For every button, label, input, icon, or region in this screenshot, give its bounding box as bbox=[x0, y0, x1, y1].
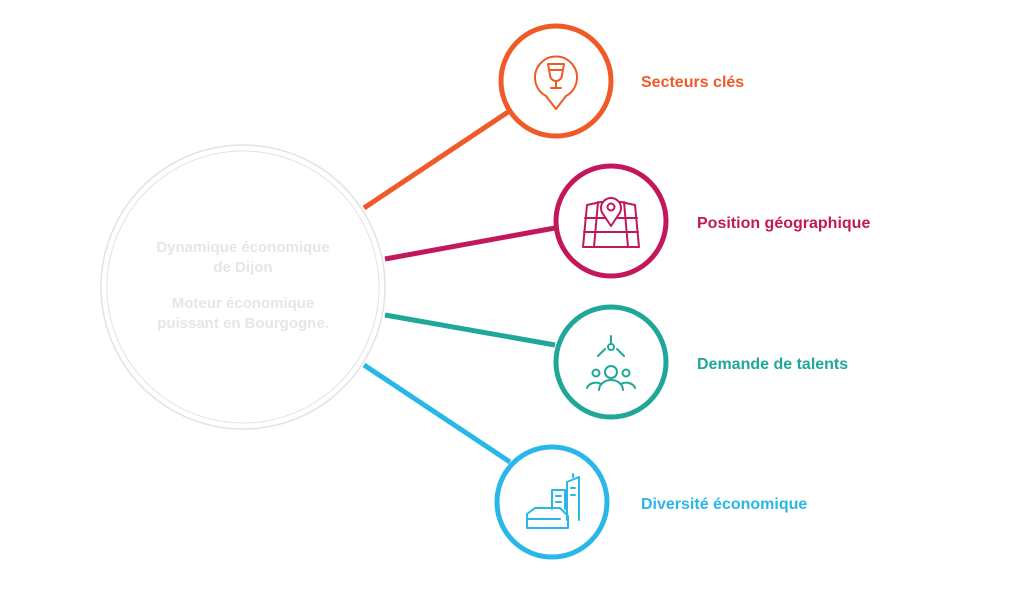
center-node: Dynamique économique de Dijon Moteur éco… bbox=[100, 144, 386, 430]
connector-secteurs bbox=[362, 109, 510, 211]
node-diversite-economique[interactable]: Diversité économique bbox=[494, 444, 807, 560]
center-desc-line2: puissant en Bourgogne. bbox=[157, 315, 329, 332]
connector-position bbox=[384, 225, 556, 262]
wine-glass-pin-icon bbox=[534, 55, 578, 110]
node-label: Position géographique bbox=[697, 215, 870, 232]
connector-diversite bbox=[362, 362, 512, 465]
node-label: Diversité économique bbox=[641, 496, 807, 513]
node-demande-talents[interactable]: Demande de talents bbox=[553, 304, 848, 420]
node-label: Demande de talents bbox=[697, 356, 848, 373]
node-position-geographique[interactable]: Position géographique bbox=[553, 163, 870, 279]
center-desc-line1: Moteur économique bbox=[172, 295, 315, 312]
center-title-line1: Dynamique économique bbox=[156, 239, 329, 256]
center-ring-inner bbox=[106, 150, 380, 424]
talent-claw-icon bbox=[586, 335, 636, 391]
connector-talents bbox=[384, 312, 556, 348]
center-ring-outer bbox=[100, 144, 386, 430]
center-title-line2: de Dijon bbox=[213, 259, 272, 276]
node-secteurs-cles[interactable]: Secteurs clés bbox=[498, 23, 744, 139]
node-label: Secteurs clés bbox=[641, 74, 744, 91]
node-ring bbox=[553, 304, 669, 420]
buildings-icon bbox=[526, 473, 580, 529]
map-pin-icon bbox=[582, 197, 640, 248]
